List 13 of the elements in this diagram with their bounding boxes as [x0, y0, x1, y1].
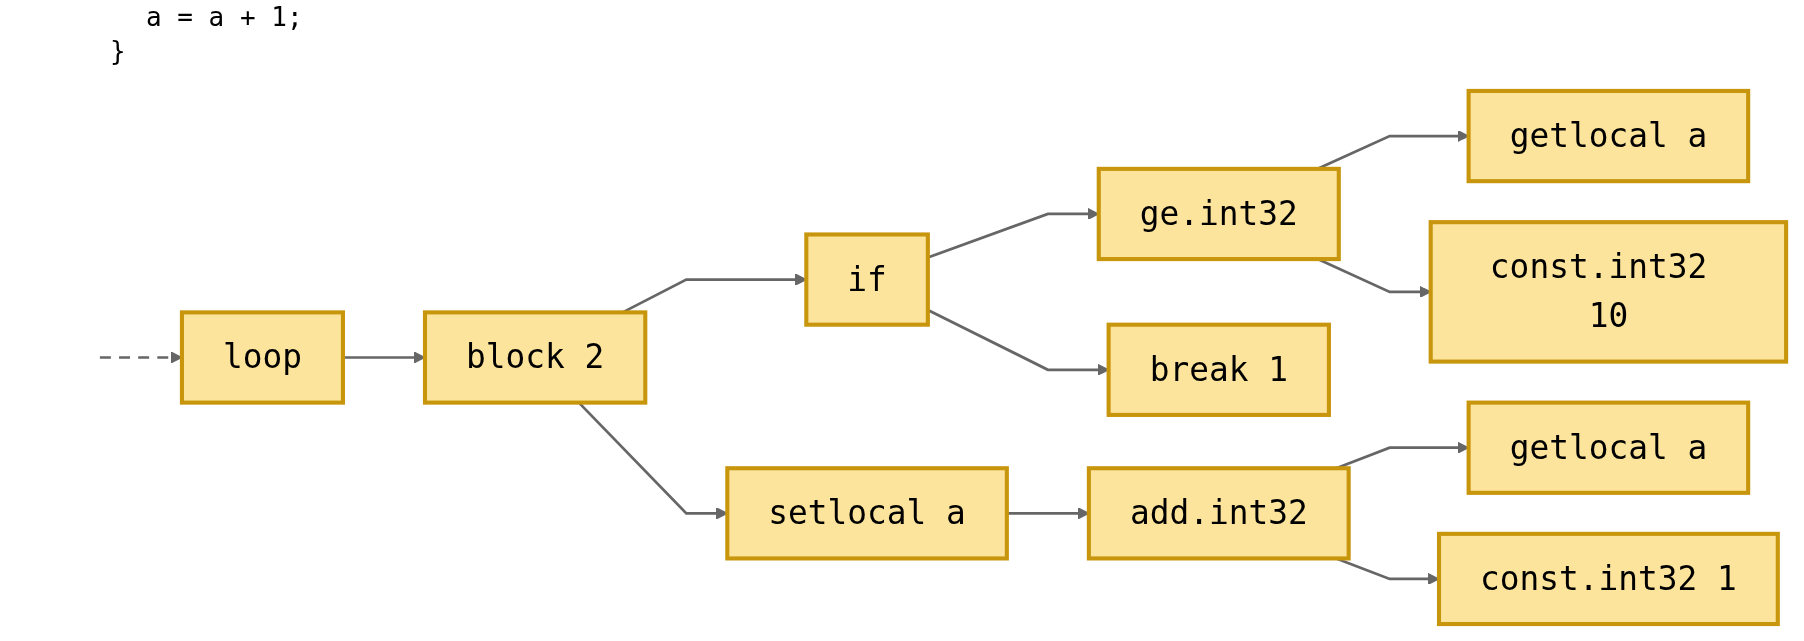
- node-box: break 1: [1106, 322, 1331, 417]
- node-box: if: [804, 232, 930, 327]
- node-box: const.int32 10: [1428, 220, 1789, 364]
- node-box: setlocal a: [725, 466, 1009, 561]
- code-line: }: [110, 35, 127, 68]
- node-box: loop: [179, 310, 345, 405]
- code-line: a = a + 1;: [145, 1, 303, 34]
- node-box: add.int32: [1086, 466, 1351, 561]
- node-box: ge.int32: [1096, 166, 1341, 262]
- node-box: getlocal a: [1466, 88, 1751, 184]
- node-box: const.int32 1: [1436, 531, 1780, 627]
- node-box: getlocal a: [1466, 400, 1751, 495]
- node-box: block 2: [422, 310, 648, 405]
